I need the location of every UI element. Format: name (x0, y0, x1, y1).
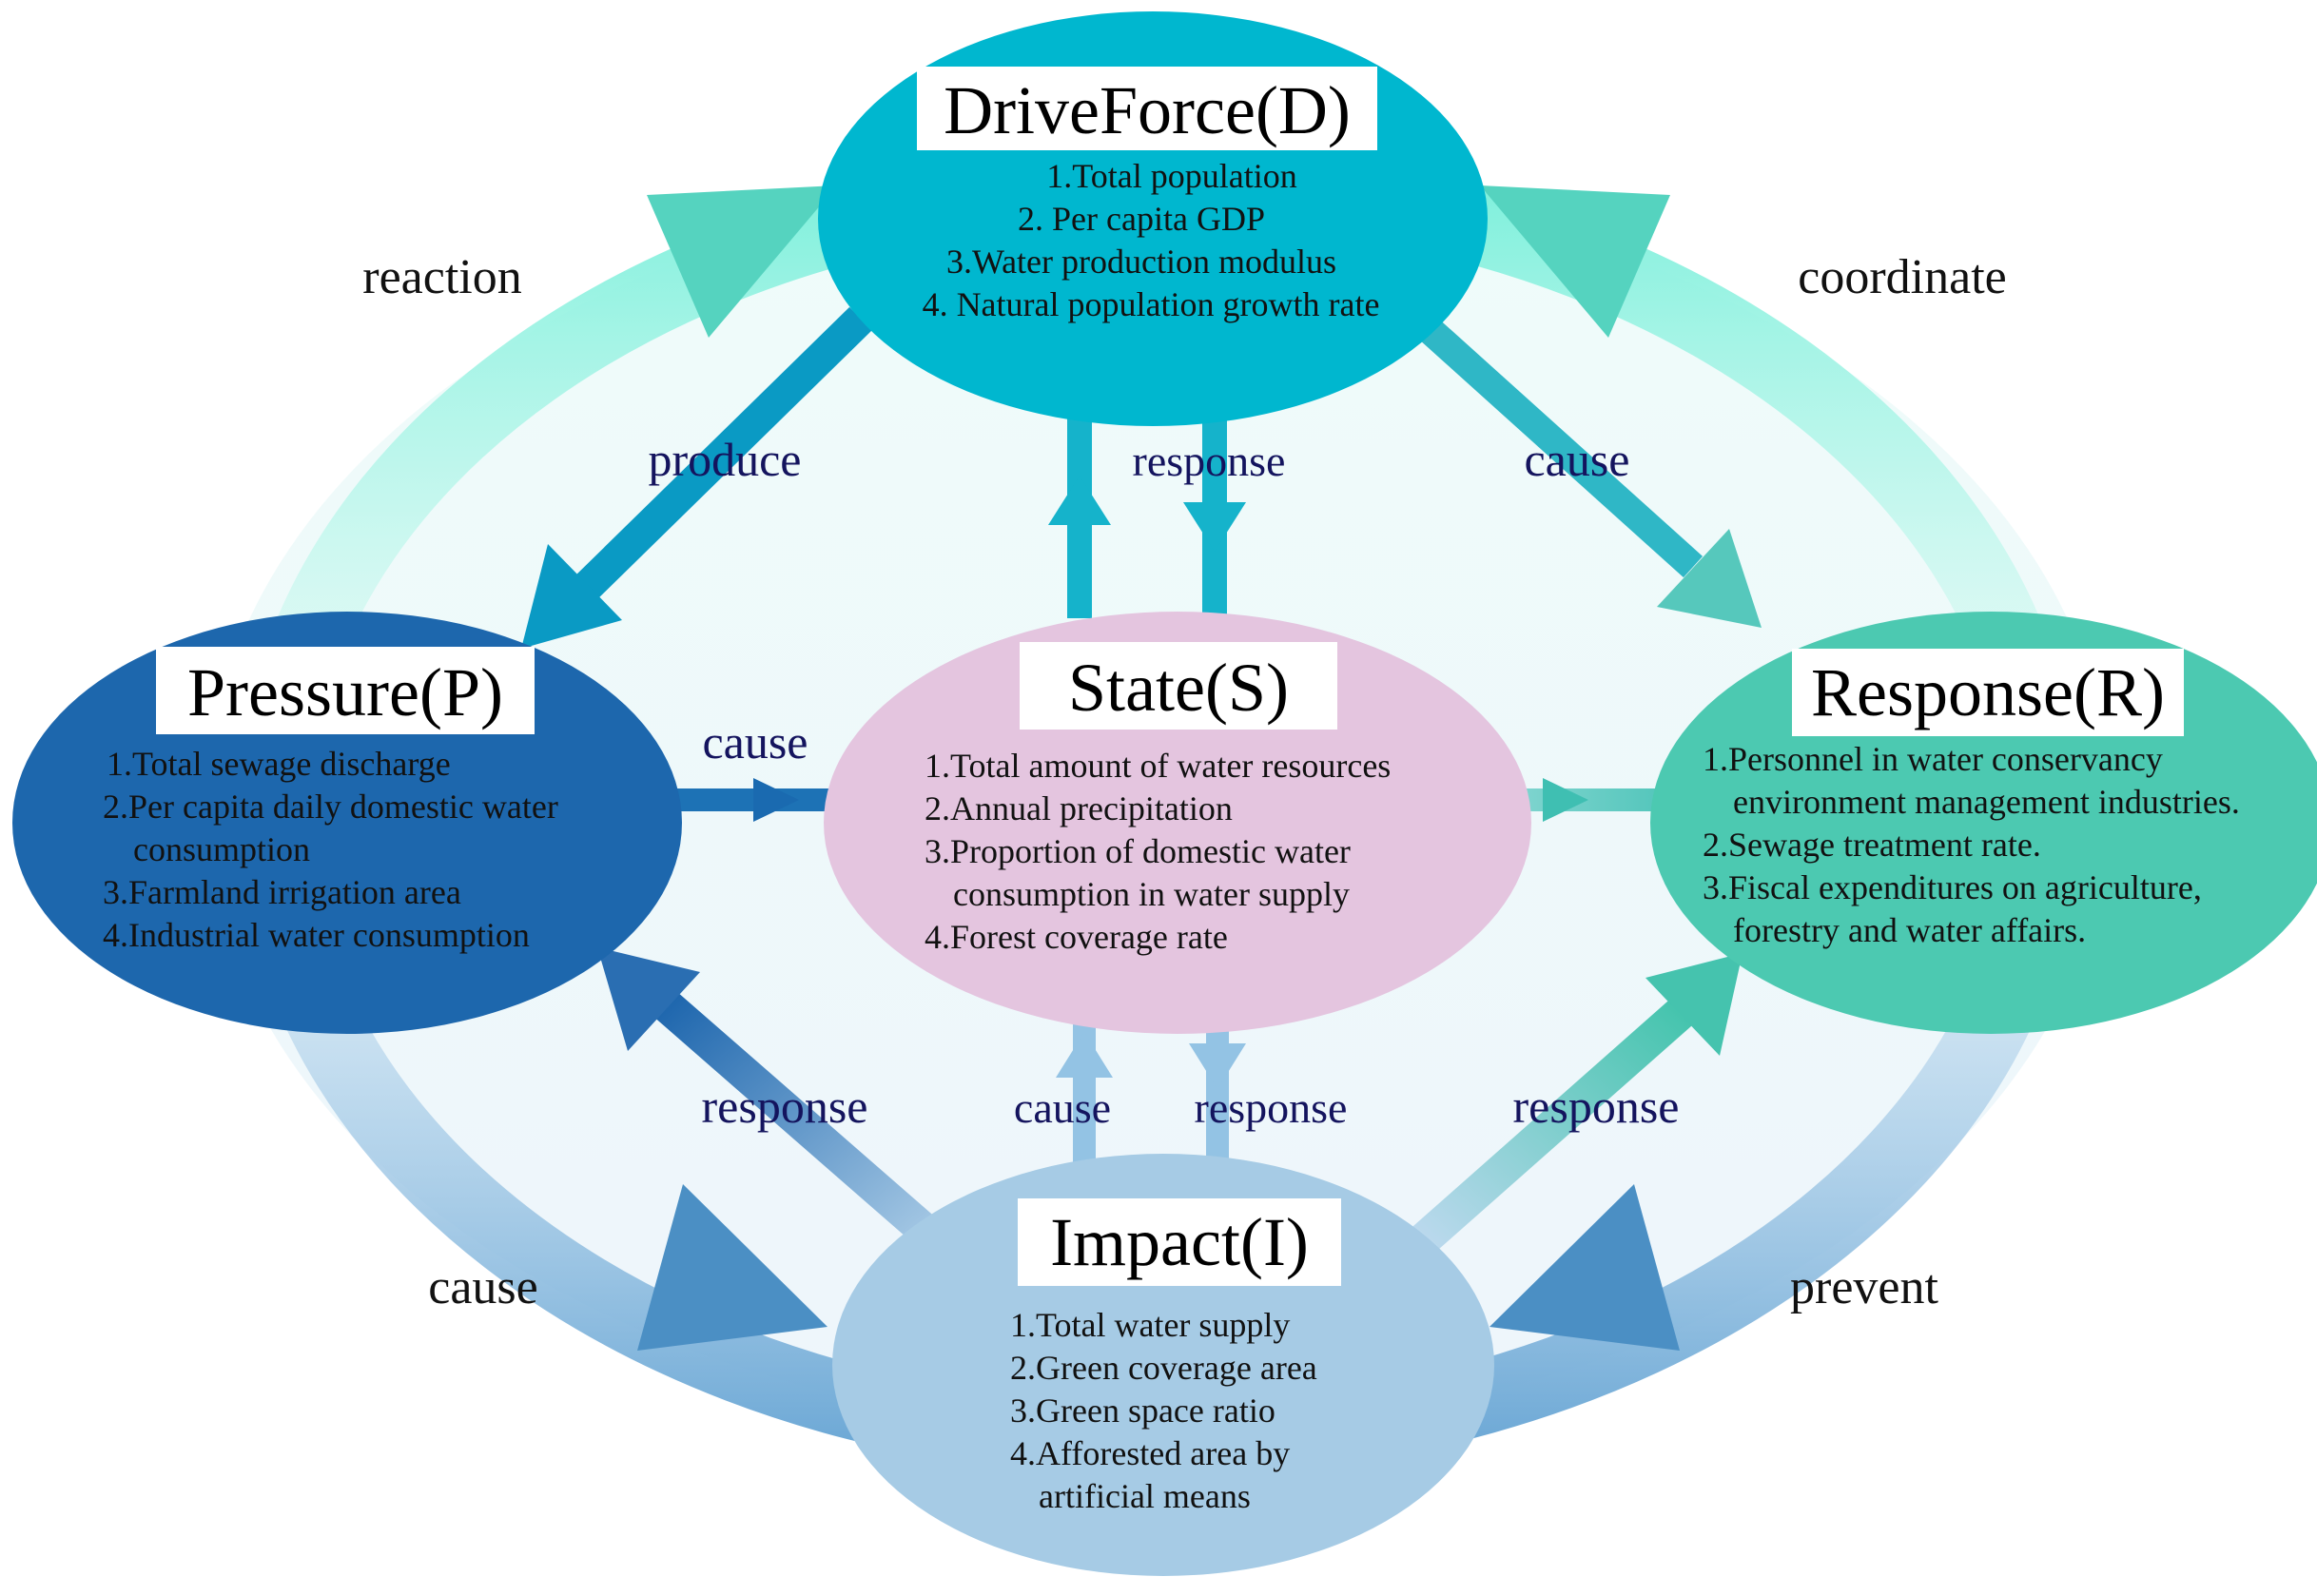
label-response-ip: response (702, 1080, 868, 1133)
node-response: Response(R) 1.Personnel in water conserv… (1650, 612, 2317, 1034)
impact-item-3: 3.Green space ratio (1010, 1392, 1275, 1430)
response-item-1: 1.Personnel in water conservancy (1703, 740, 2163, 778)
impact-item-2: 2.Green coverage area (1010, 1349, 1317, 1387)
drive-item-3: 3.Water production modulus (946, 243, 1336, 281)
response-item-1b: environment management industries. (1733, 783, 2240, 821)
node-impact: Impact(I) 1.Total water supply 2.Green c… (832, 1154, 1494, 1576)
response-item-2: 2.Sewage treatment rate. (1703, 826, 2041, 864)
impact-title: Impact(I) (1050, 1204, 1309, 1280)
response-item-3b: forestry and water affairs. (1733, 911, 2086, 949)
drive-title: DriveForce(D) (944, 72, 1351, 148)
pressure-item-3: 3.Farmland irrigation area (103, 873, 461, 911)
label-cause-pi: cause (428, 1260, 537, 1314)
impact-item-4: 4.Afforested area by (1010, 1434, 1290, 1472)
reaction-arrowhead (647, 185, 837, 338)
response-item-3: 3.Fiscal expenditures on agriculture, (1703, 868, 2202, 906)
response-title-box (1792, 649, 2184, 736)
impact-title-box (1018, 1198, 1341, 1286)
label-reaction: reaction (362, 250, 521, 304)
drive-item-2: 2. Per capita GDP (1018, 200, 1265, 238)
impact-item-1: 1.Total water supply (1010, 1306, 1290, 1344)
pressure-title: Pressure(P) (187, 654, 503, 730)
arrow-drive-to-pressure (521, 306, 872, 649)
arrow-pressure-to-state (666, 778, 837, 822)
pressure-item-2: 2.Per capita daily domestic water (103, 788, 558, 826)
label-cause-is: cause (1014, 1083, 1111, 1132)
label-cause-dr: cause (1524, 433, 1629, 486)
pressure-title-box (156, 647, 535, 734)
arrow-state-to-drive (1048, 409, 1111, 618)
state-item-1: 1.Total amount of water resources (925, 747, 1391, 785)
label-coordinate: coordinate (1798, 250, 2006, 304)
drive-item-1: 1.Total population (1046, 157, 1296, 195)
state-item-4: 4.Forest coverage rate (925, 918, 1228, 956)
impact-item-4b: artificial means (1039, 1477, 1251, 1515)
prevent-arrowhead (1490, 1184, 1680, 1351)
drive-title-box (917, 67, 1377, 150)
arrow-drive-to-response (1407, 307, 1762, 628)
drive-item-4: 4. Natural population growth rate (923, 285, 1380, 323)
node-state: State(S) 1.Total amount of water resourc… (824, 612, 1531, 1034)
state-item-3: 3.Proportion of domestic water (925, 832, 1351, 870)
label-response-ir: response (1513, 1080, 1680, 1133)
state-item-2: 2.Annual precipitation (925, 789, 1233, 827)
cause-outer-arrowhead (637, 1184, 828, 1351)
state-title: State(S) (1068, 650, 1289, 726)
pressure-item-1: 1.Total sewage discharge (107, 745, 451, 783)
node-pressure: Pressure(P) 1.Total sewage discharge 2.P… (12, 612, 682, 1034)
arrow-impact-to-pressure (597, 947, 948, 1255)
response-title: Response(R) (1811, 654, 2165, 730)
arrow-drive-to-state (1183, 409, 1246, 618)
label-response-si: response (1195, 1083, 1348, 1132)
state-item-3b: consumption in water supply (953, 875, 1350, 913)
label-produce: produce (648, 433, 801, 486)
label-cause-ps: cause (702, 715, 808, 769)
coordinate-arrowhead (1480, 185, 1670, 338)
node-drive-force: DriveForce(D) 1.Total population 2. Per … (818, 11, 1488, 426)
pressure-item-2b: consumption (133, 830, 310, 868)
label-prevent: prevent (1790, 1260, 1938, 1314)
pressure-item-4: 4.Industrial water consumption (103, 916, 530, 954)
arrow-impact-to-response (1411, 953, 1743, 1255)
state-title-box (1020, 642, 1337, 730)
label-response-ds: response (1133, 437, 1286, 485)
